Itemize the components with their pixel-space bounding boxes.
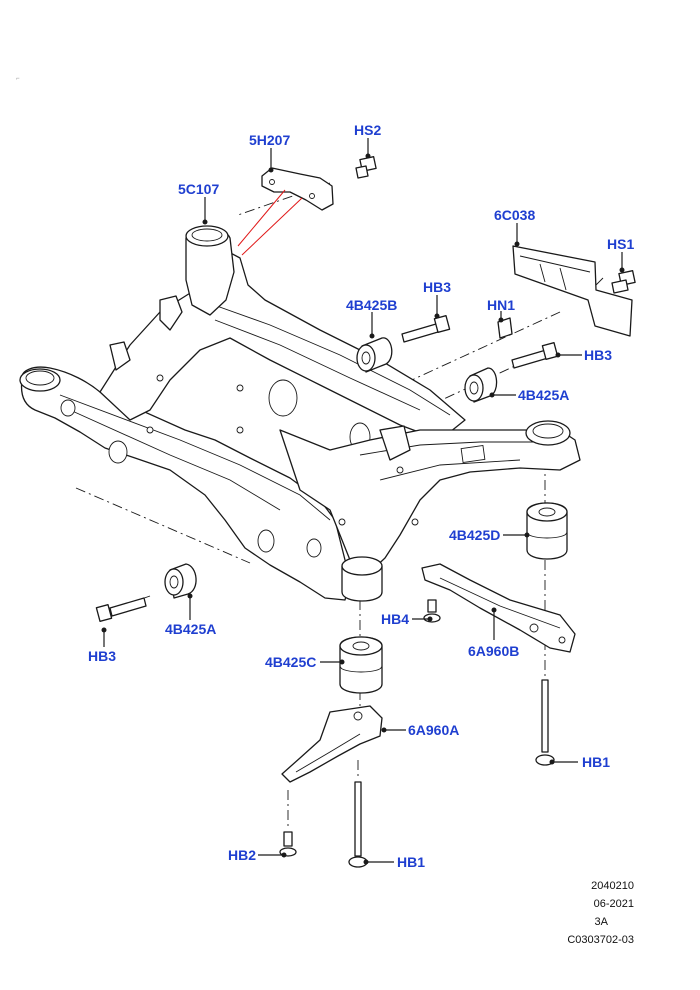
- footer-line-1: 2040210: [591, 880, 634, 892]
- stud-hs1: [611, 270, 636, 294]
- label-4b425a-left: 4B425A: [165, 621, 217, 637]
- label-hn1: HN1: [487, 297, 516, 313]
- label-hs2: HS2: [354, 122, 382, 138]
- corner-mark: ⌐: [16, 76, 20, 82]
- mount-4b425c: [339, 636, 383, 694]
- label-leaders: [101, 138, 625, 865]
- nut-hn1: [497, 317, 513, 339]
- label-6c038: 6C038: [494, 207, 536, 223]
- label-hb3-left: HB3: [88, 648, 117, 664]
- label-hb3-mid: HB3: [584, 347, 613, 363]
- label-6a960b: 6A960B: [468, 643, 520, 659]
- label-hb4: HB4: [381, 611, 410, 627]
- label-4b425d: 4B425D: [449, 527, 501, 543]
- footer-line-2: 06-2021: [593, 898, 634, 910]
- label-hb1-right: HB1: [582, 754, 611, 770]
- bush-4b425b: [356, 337, 393, 373]
- bush-4b425a-left: [164, 563, 197, 599]
- heat-shield-6c038: [512, 245, 633, 337]
- mount-4b425d: [526, 502, 568, 560]
- label-4b425b: 4B425B: [346, 297, 398, 313]
- label-4b425c: 4B425C: [265, 654, 317, 670]
- label-4b425a-right: 4B425A: [518, 387, 570, 403]
- label-hs1: HS1: [607, 236, 635, 252]
- brace-6a960b: [421, 563, 576, 653]
- label-5c107: 5C107: [178, 181, 220, 197]
- label-6a960a: 6A960A: [408, 722, 460, 738]
- footer-line-4: C0303702-03: [567, 934, 634, 946]
- stud-hs2: [355, 156, 377, 179]
- rear-subframe: [19, 225, 581, 602]
- footer-line-3: 3A: [594, 916, 608, 928]
- bolt-hb2: [279, 831, 297, 857]
- bolt-hb3-left: [95, 597, 147, 622]
- bolt-hb3-top: [401, 315, 451, 343]
- bolt-hb3-mid: [511, 342, 559, 369]
- bolt-hb1-bottom: [348, 781, 368, 868]
- label-hb3-top: HB3: [423, 279, 452, 295]
- bolt-hb1-right: [535, 679, 555, 766]
- label-5h207: 5H207: [249, 132, 291, 148]
- bracket-5h207: [237, 167, 334, 256]
- label-hb1-bottom: HB1: [397, 854, 426, 870]
- label-hb2: HB2: [228, 847, 257, 863]
- brace-6a960a: [281, 705, 383, 783]
